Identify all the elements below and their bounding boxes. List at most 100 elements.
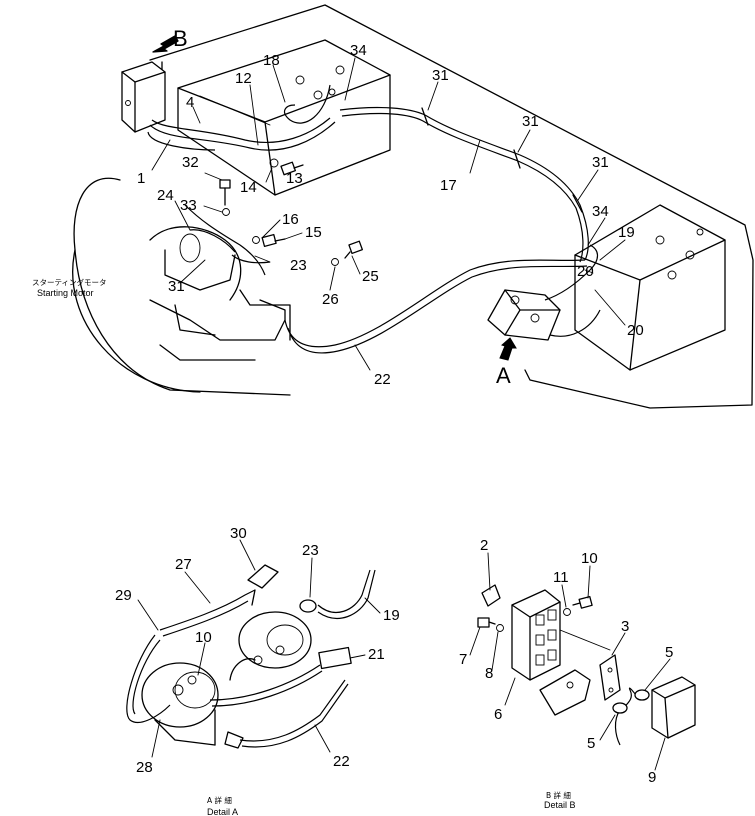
- bolt-15: [261, 233, 286, 248]
- callout-20-right: 20: [627, 322, 644, 339]
- detail-a-callout-28: 28: [136, 759, 153, 776]
- bolt-25: [344, 240, 363, 259]
- connector-30: [247, 564, 279, 606]
- callout-15: 15: [305, 224, 322, 241]
- detail-a-caption-en: Detail A: [207, 807, 238, 816]
- washer-14: [269, 158, 279, 168]
- connector-21: [318, 646, 352, 670]
- callout-31-right: 31: [592, 154, 609, 171]
- callout-26: 26: [322, 291, 339, 308]
- cable-29: [126, 634, 171, 724]
- detail-a-callout-23: 23: [302, 542, 319, 559]
- main-assembly-view: B A: [32, 4, 754, 409]
- callout-31-mid: 31: [522, 113, 539, 130]
- callout-1: 1: [137, 170, 145, 187]
- control-box-6: [511, 589, 561, 681]
- washer-33: [222, 208, 230, 216]
- engine-block: [72, 177, 291, 396]
- washer-11: [563, 608, 571, 616]
- wire-22-detail: [239, 679, 346, 742]
- callout-4: 4: [186, 94, 194, 111]
- control-box-9: [651, 676, 696, 739]
- callout-23: 23: [290, 257, 307, 274]
- wire-21: [209, 664, 321, 701]
- detail-b-callout-6: 6: [494, 706, 502, 723]
- detail-a-callout-19: 19: [383, 607, 400, 624]
- wire-23: [231, 254, 271, 264]
- detail-b-callout-5-lower: 5: [587, 735, 595, 752]
- callout-31-upper: 31: [432, 67, 449, 84]
- detail-b-callout-5-upper: 5: [665, 644, 673, 661]
- callout-33: 33: [180, 197, 197, 214]
- frame-outline: [149, 4, 754, 409]
- view-label-a: A: [496, 363, 511, 388]
- main-leader-lines: [151, 57, 626, 371]
- detail-a-callout-10: 10: [195, 629, 212, 646]
- clamp-31-a: [421, 107, 429, 126]
- detail-b-callout-2: 2: [480, 537, 488, 554]
- view-arrow-b: [152, 35, 179, 53]
- callout-19: 19: [618, 224, 635, 241]
- detail-b-callout-10: 10: [581, 550, 598, 567]
- detail-a-callout-22: 22: [333, 753, 350, 770]
- detail-b-callout-7: 7: [459, 651, 467, 668]
- washer-26: [331, 258, 339, 266]
- callout-24: 24: [157, 187, 174, 204]
- callout-25: 25: [362, 268, 379, 285]
- clamp-31-c: [572, 194, 583, 213]
- cable-22: [284, 259, 586, 348]
- detail-b-view: 2 10 11 3 7 8 5 6 5 9 B 詳 細 Detail B: [459, 537, 696, 810]
- view-arrow-a: [499, 337, 517, 361]
- detail-a-view: 30 23 27 29 19 10 21 28 22 A 詳 細 Detail …: [115, 525, 400, 816]
- connector-5-b: [614, 709, 621, 746]
- detail-b-caption-en: Detail B: [544, 800, 576, 810]
- detail-a-callout-30: 30: [230, 525, 247, 542]
- screw-10: [572, 595, 593, 609]
- bolt-32: [219, 179, 231, 206]
- callout-18: 18: [263, 52, 280, 69]
- callout-34-lower: 34: [592, 203, 609, 220]
- callout-12: 12: [235, 70, 252, 87]
- battery-rear: [177, 39, 391, 196]
- callout-32: 32: [182, 154, 199, 171]
- washer-8: [496, 624, 504, 632]
- detail-b-callout-8: 8: [485, 665, 493, 682]
- callout-31-motor: 31: [168, 278, 185, 295]
- harness-24: [184, 204, 266, 276]
- plate-3: [599, 654, 621, 701]
- terminal-23: [299, 599, 317, 613]
- callout-13: 13: [286, 170, 303, 187]
- callout-16: 16: [282, 211, 299, 228]
- detail-b-caption-jp: B 詳 細: [546, 790, 571, 800]
- bracket-2: [481, 584, 501, 607]
- starting-motor-label-jp: スターティングモータ: [32, 277, 107, 287]
- detail-a-callout-27: 27: [175, 556, 192, 573]
- bar-27: [159, 589, 256, 631]
- cable-18: [283, 84, 331, 124]
- battery-relay-a: [487, 244, 601, 341]
- washer-16: [252, 236, 260, 244]
- detail-b-callout-3: 3: [621, 618, 629, 635]
- harness-4: [151, 117, 331, 144]
- detail-a-callout-29: 29: [115, 587, 132, 604]
- bracket: [539, 669, 591, 716]
- detail-b-callout-11: 11: [553, 569, 569, 586]
- callout-20-left: 20: [577, 263, 594, 280]
- callout-34-upper: 34: [350, 42, 367, 59]
- detail-a-callout-21: 21: [368, 646, 385, 663]
- detail-b-callout-9: 9: [648, 769, 656, 786]
- callout-17: 17: [440, 177, 457, 194]
- callout-14: 14: [240, 179, 257, 196]
- bolt-13: [280, 161, 304, 176]
- harness-1: [147, 131, 216, 151]
- view-label-b: B: [173, 26, 188, 51]
- relay-right: [238, 611, 312, 669]
- battery-front: [574, 204, 726, 371]
- clamp-31-b: [513, 149, 521, 169]
- control-box-b: [121, 61, 166, 133]
- starting-motor-label-en: Starting Motor: [37, 288, 94, 298]
- detail-a-caption-jp: A 詳 細: [207, 795, 232, 805]
- wire-19-detail: [317, 569, 371, 613]
- bolt-7: [477, 617, 496, 628]
